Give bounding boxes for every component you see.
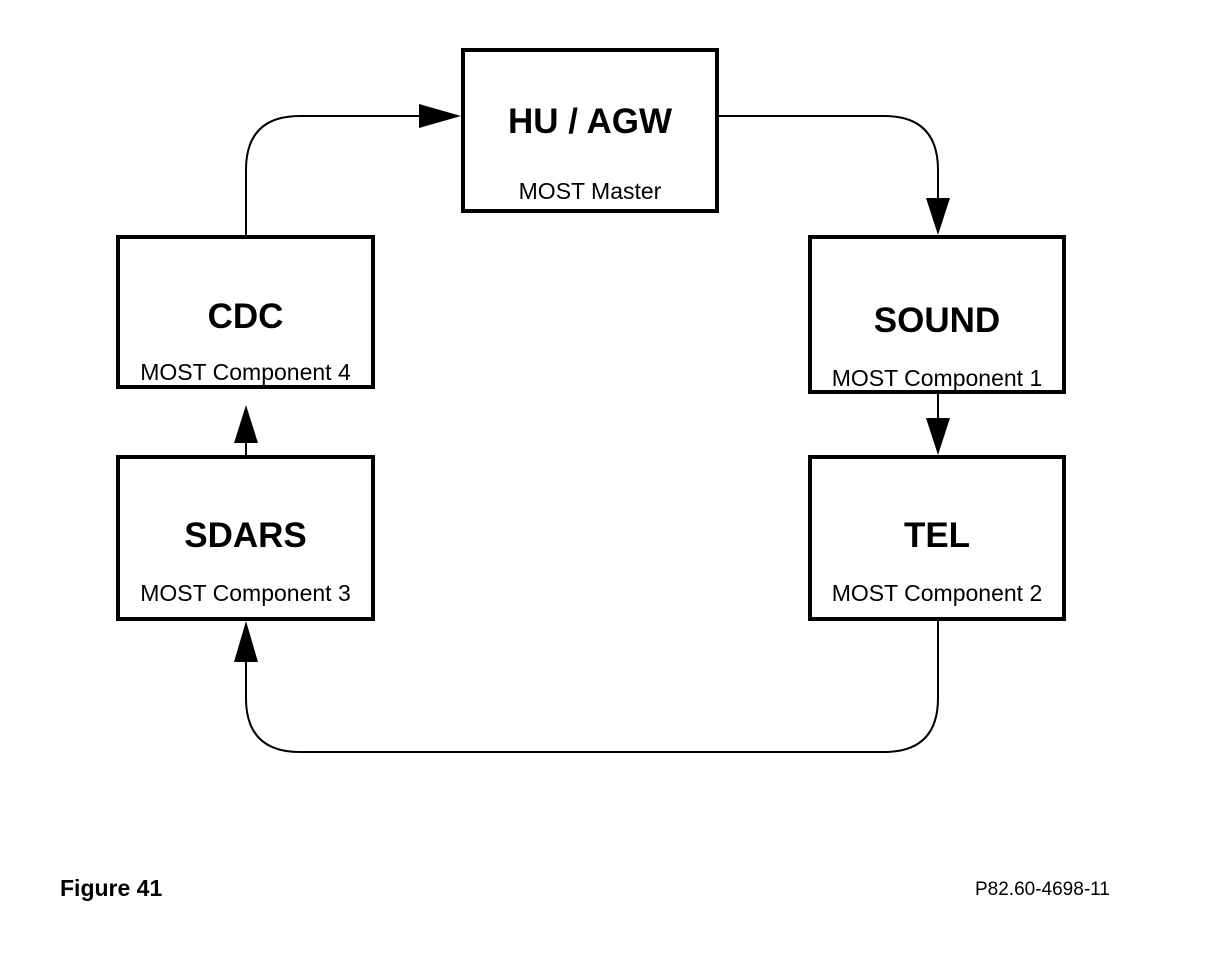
node-sound: SOUND MOST Component 1 [808,235,1066,394]
arrowhead-into-hu [419,104,461,128]
node-subtitle: MOST Component 4 [140,359,351,385]
arrowhead-into-cdc [234,405,258,443]
node-subtitle: MOST Master [518,178,662,204]
node-title: SOUND [873,301,1001,340]
figure-code: P82.60-4698-11 [975,879,1110,900]
node-title: SDARS [184,516,307,555]
node-sdars: SDARS MOST Component 3 [116,455,375,621]
arrowhead-into-sound [926,198,950,235]
node-subtitle: MOST Component 1 [831,365,1043,391]
arrowhead-into-tel [926,418,950,455]
arrowhead-into-sdars [234,621,258,662]
node-tel: TEL MOST Component 2 [808,455,1066,621]
node-cdc: CDC MOST Component 4 [116,235,375,389]
figure-label: Figure 41 [60,875,163,901]
node-subtitle: MOST Component 3 [140,580,351,606]
edge-hu-to-sound [719,115,939,200]
node-hu-agw: HU / AGW MOST Master [461,48,719,213]
edge-tel-to-sdars [245,621,939,753]
node-title: HU / AGW [508,102,672,141]
node-title: CDC [207,297,284,336]
edge-cdc-to-hu [245,115,430,235]
node-title: TEL [903,516,971,555]
node-subtitle: MOST Component 2 [831,580,1043,606]
